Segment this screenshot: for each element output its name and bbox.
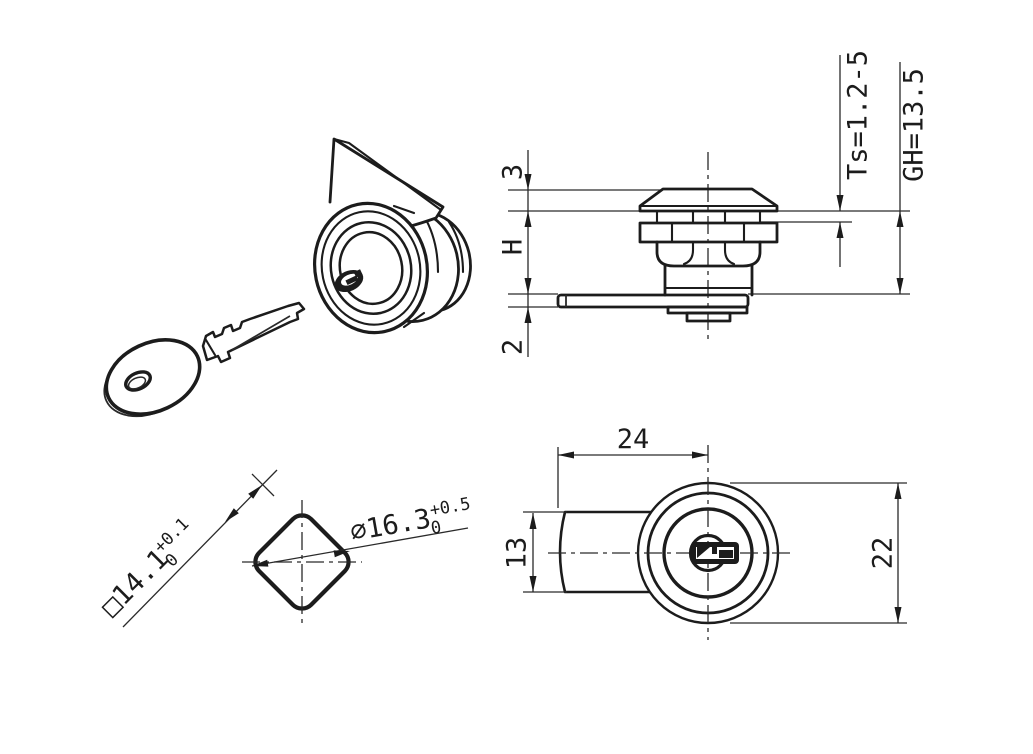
lock-cylinder <box>663 264 754 297</box>
dim-h-label: H <box>497 239 528 255</box>
lock-profile <box>556 187 779 323</box>
dim-diameter-tol-lower: 0 <box>429 517 443 538</box>
threaded-neck <box>655 209 762 225</box>
dim-24: 24 <box>557 424 708 508</box>
hex-body <box>655 240 762 268</box>
dim-square-section: □14.1 +0.1 0 <box>95 469 278 628</box>
dim-diameter-tol-upper: +0.5 <box>428 494 472 521</box>
side-view: 3 H 2 Ts=1.2-5 GH=13.5 <box>497 50 929 357</box>
dim-gh: GH=13.5 <box>896 62 929 294</box>
dim-24-label: 24 <box>617 424 650 455</box>
front-view: 24 13 22 <box>501 424 907 640</box>
dim-2-label: 2 <box>497 339 528 355</box>
cam-lever <box>556 293 750 309</box>
cam-cross-section-shape <box>253 513 351 611</box>
dim-13-label: 13 <box>501 537 532 570</box>
dim-square-tol-upper: +0.1 <box>150 514 193 557</box>
dim-ts: Ts=1.2-5 <box>836 50 873 267</box>
dim-22: 22 <box>730 482 907 624</box>
key-ring-hole <box>124 370 152 392</box>
key-blade <box>201 301 306 364</box>
lock-head-profile <box>638 187 779 213</box>
lock-face-rings <box>312 201 430 335</box>
neck-lines <box>392 204 426 329</box>
dim-13: 13 <box>501 511 567 593</box>
dim-diameter-label: ⌀16.3 <box>348 503 433 548</box>
key-bow <box>103 338 202 418</box>
key <box>103 301 306 418</box>
dim-ts-label: Ts=1.2-5 <box>842 50 873 180</box>
dim-gh-label: GH=13.5 <box>898 68 929 182</box>
dim-3-label: 3 <box>497 164 528 180</box>
section-view: ⌀16.3 +0.5 0 □14.1 +0.1 0 <box>95 469 472 628</box>
extension-lines <box>508 189 910 308</box>
isometric-view <box>103 137 472 418</box>
front-housing <box>558 510 653 594</box>
mounting-nut <box>638 221 779 244</box>
front-keyhole-icon <box>688 533 739 573</box>
dim-22-label: 22 <box>867 537 898 570</box>
keyhole-icon <box>334 269 364 293</box>
dim-chain-left: 3 H 2 <box>497 150 532 357</box>
cam-fixing <box>666 305 749 323</box>
